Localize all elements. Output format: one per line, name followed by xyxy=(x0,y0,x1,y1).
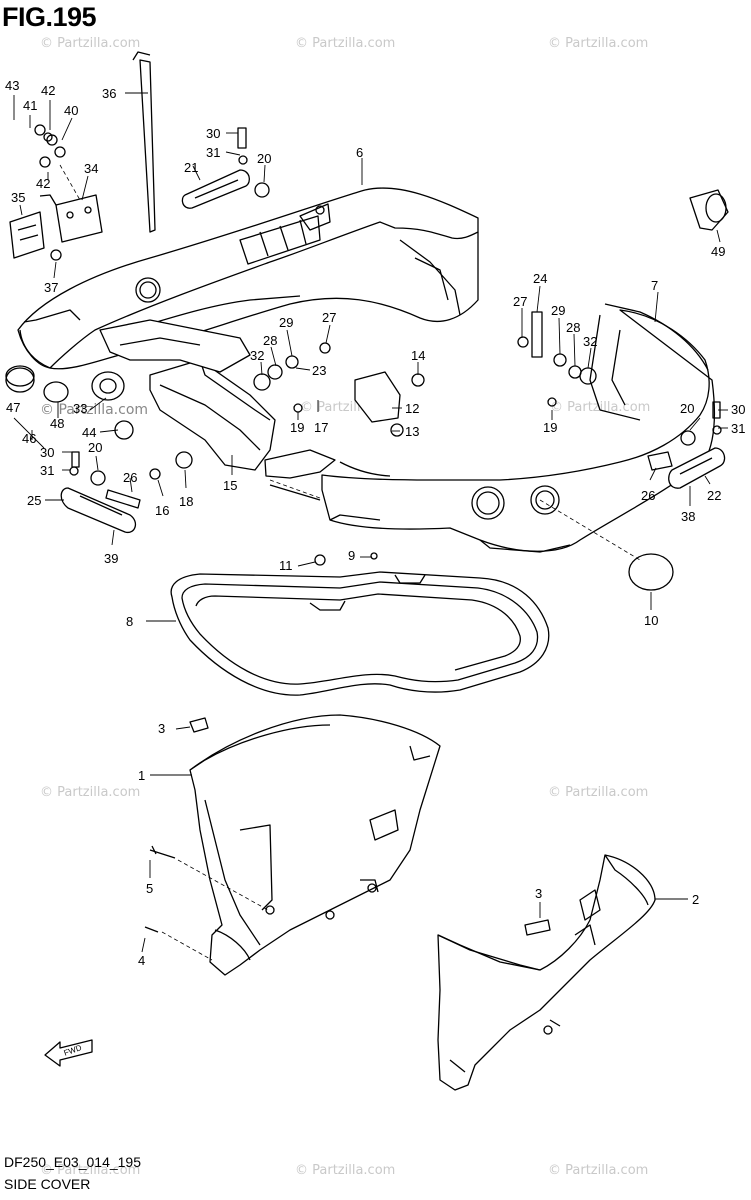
callout: 46 xyxy=(22,431,36,446)
callout: 41 xyxy=(23,98,37,113)
watermark: © Partzilla.com xyxy=(548,36,649,51)
callout: 40 xyxy=(64,103,78,118)
callout-labels: 43 41 42 40 42 34 35 37 36 30 31 21 20 6… xyxy=(5,78,745,1058)
callout: 22 xyxy=(707,488,721,503)
part-22-handle-right xyxy=(668,447,726,489)
callout: 21 xyxy=(184,160,198,175)
callout: 24 xyxy=(533,271,547,286)
callout: 20 xyxy=(680,401,694,416)
watermark: © Partzilla.com xyxy=(550,400,651,415)
watermark: © Partzilla.com xyxy=(40,36,141,51)
callout: 9 xyxy=(348,548,355,563)
callout: 26 xyxy=(123,470,137,485)
part-35-bracket xyxy=(9,211,45,259)
part-21-handle-left xyxy=(181,169,251,209)
callout: 31 xyxy=(206,145,220,160)
part-36-strap xyxy=(132,51,156,233)
part-15-frame xyxy=(99,319,336,501)
callout: 30 xyxy=(40,445,54,460)
callout: 33 xyxy=(73,401,87,416)
callout: 28 xyxy=(263,333,277,348)
callout: 37 xyxy=(44,280,58,295)
callout: 20 xyxy=(88,440,102,455)
callout: 2 xyxy=(692,892,699,907)
callout: 27 xyxy=(322,310,336,325)
watermark: © Partzilla.com xyxy=(548,1163,649,1178)
callout: 44 xyxy=(82,425,96,440)
callout: 5 xyxy=(146,881,153,896)
watermark: © Partzilla.com xyxy=(548,785,649,800)
watermark: © Partzilla.com xyxy=(40,785,141,800)
part-34-hinge xyxy=(39,194,103,243)
callout: 43 xyxy=(5,78,19,93)
callout: 47 xyxy=(6,400,20,415)
leader-lines xyxy=(13,92,728,953)
callout: 11 xyxy=(279,558,293,573)
callout: 7 xyxy=(651,278,658,293)
callout: 18 xyxy=(179,494,193,509)
callout: 32 xyxy=(583,334,597,349)
watermark: © Partzilla.com xyxy=(295,36,396,51)
callout: 17 xyxy=(314,420,328,435)
callout: 28 xyxy=(566,320,580,335)
part-47-cap xyxy=(5,365,35,393)
part-25-handle-lower xyxy=(60,487,137,534)
callout: 42 xyxy=(41,83,55,98)
callout: 3 xyxy=(158,721,165,736)
callout: 23 xyxy=(312,363,326,378)
callout: 29 xyxy=(551,303,565,318)
part-2-lower-cover-right xyxy=(437,854,656,1091)
drawing-code: DF250_E03_014_195 xyxy=(4,1154,142,1170)
part-49-grommet xyxy=(689,189,729,231)
part-12-bracket xyxy=(354,371,401,423)
callout: 20 xyxy=(257,151,271,166)
callout: 16 xyxy=(155,503,169,518)
callout: 30 xyxy=(206,126,220,141)
part-48-seal xyxy=(43,381,69,403)
watermark: © Partzilla.com xyxy=(40,402,149,418)
callout: 34 xyxy=(84,161,98,176)
part-10-plug xyxy=(628,553,674,591)
part-7-right-cover xyxy=(321,303,716,553)
callout: 39 xyxy=(104,551,118,566)
callout: 1 xyxy=(138,768,145,783)
callout: 30 xyxy=(731,402,745,417)
dashed-leaders xyxy=(59,164,641,961)
part-8-seal xyxy=(170,571,550,696)
callout: 12 xyxy=(405,401,419,416)
callout: 19 xyxy=(290,420,304,435)
callout: 42 xyxy=(36,176,50,191)
callout: 8 xyxy=(126,614,133,629)
callout: 3 xyxy=(535,886,542,901)
callout: 10 xyxy=(644,613,658,628)
callout: 19 xyxy=(543,420,557,435)
callout: 15 xyxy=(223,478,237,493)
callout: 31 xyxy=(731,421,745,436)
fwd-arrow-icon xyxy=(44,1039,93,1067)
callout: 49 xyxy=(711,244,725,259)
part-33-mount xyxy=(91,371,125,401)
callout: 25 xyxy=(27,493,41,508)
callout: 27 xyxy=(513,294,527,309)
callout: 31 xyxy=(40,463,54,478)
callout: 4 xyxy=(138,953,145,968)
figure-title: FIG.195 xyxy=(2,2,97,32)
callout: 38 xyxy=(681,509,695,524)
callout: 14 xyxy=(411,348,425,363)
part-1-lower-cover-left xyxy=(189,714,441,976)
watermark: © Partzilla.com xyxy=(40,1163,141,1178)
callout: 29 xyxy=(279,315,293,330)
callout: 35 xyxy=(11,190,25,205)
callout: 26 xyxy=(641,488,655,503)
figure-caption: SIDE COVER xyxy=(4,1176,91,1192)
callout: 13 xyxy=(405,424,419,439)
watermark: © Partzilla.com xyxy=(295,1163,396,1178)
callout: 48 xyxy=(50,416,64,431)
callout: 32 xyxy=(250,348,264,363)
callout: 6 xyxy=(356,145,363,160)
callout: 36 xyxy=(102,86,116,101)
